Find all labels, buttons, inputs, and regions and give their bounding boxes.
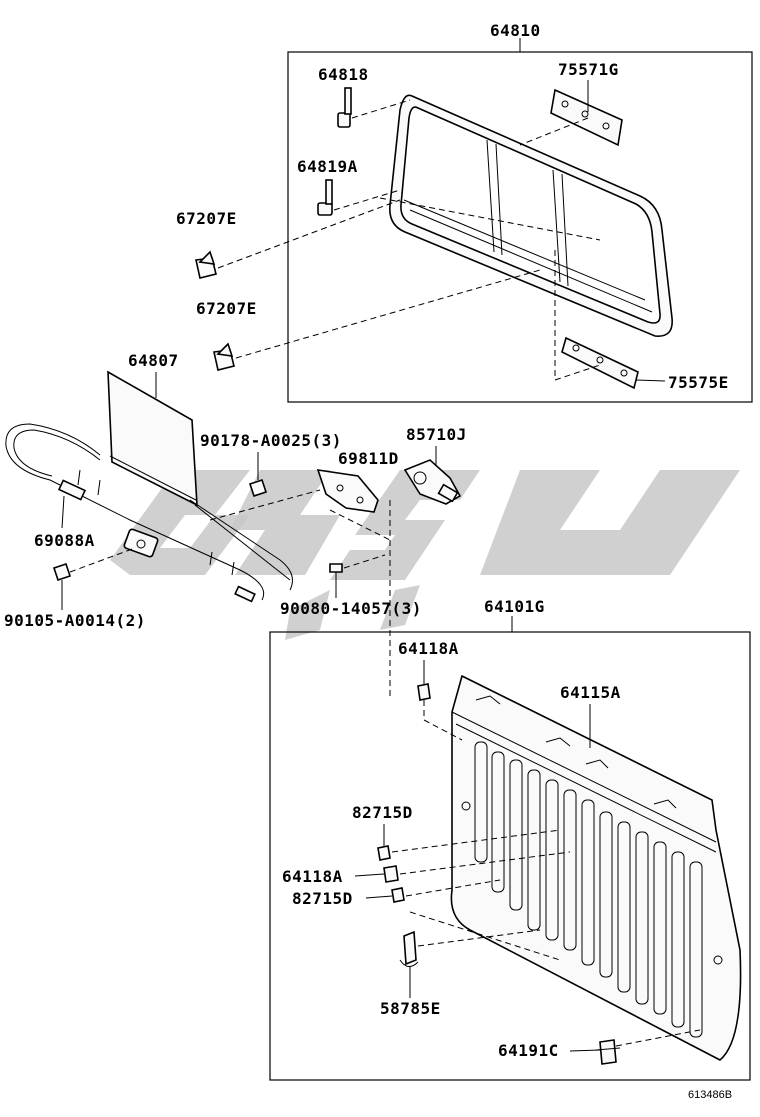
leader-82715D-2 bbox=[365, 895, 393, 899]
dash-64191C bbox=[615, 1029, 701, 1047]
label-64101G: 64101G bbox=[484, 597, 545, 616]
dash-75575E bbox=[554, 364, 601, 381]
label-69088A: 69088A bbox=[34, 531, 95, 550]
part-58785E-hook bbox=[399, 930, 419, 967]
label-64115A: 64115A bbox=[560, 683, 621, 702]
label-64818: 64818 bbox=[318, 65, 369, 84]
part-64118A-clip-1 bbox=[417, 683, 431, 701]
part-64819A-clip bbox=[317, 179, 333, 216]
dash-window-mid bbox=[379, 197, 601, 241]
part-67207E-stopper-1 bbox=[195, 250, 217, 279]
label-85710J: 85710J bbox=[406, 425, 467, 444]
dash-64818 bbox=[351, 99, 411, 119]
dash-90080 bbox=[343, 554, 386, 569]
label-64810: 64810 bbox=[490, 21, 541, 40]
part-90105-bolt bbox=[52, 562, 72, 582]
part-cable-assembly bbox=[5, 423, 293, 603]
part-85710J-motor bbox=[403, 459, 462, 505]
part-82715D-clip-2 bbox=[391, 887, 405, 903]
back-panel-box bbox=[269, 631, 751, 1081]
label-64118A-1: 64118A bbox=[398, 639, 459, 658]
dash-82715D-2b bbox=[409, 911, 561, 961]
label-67207E-1: 67207E bbox=[176, 209, 237, 228]
part-90178-nut bbox=[248, 478, 268, 498]
leader-64118A-2 bbox=[354, 873, 385, 877]
leader-75575E bbox=[635, 379, 666, 382]
label-58785E: 58785E bbox=[380, 999, 441, 1018]
label-64191C: 64191C bbox=[498, 1041, 559, 1060]
label-75571G: 75571G bbox=[558, 60, 619, 79]
dash-69811D bbox=[329, 509, 391, 541]
part-67207E-stopper-2 bbox=[213, 342, 235, 371]
part-64807-panel bbox=[107, 370, 198, 507]
part-64191C-clip bbox=[595, 1039, 621, 1065]
dash-64819A bbox=[333, 189, 401, 211]
label-64807: 64807 bbox=[128, 351, 179, 370]
dash-82715D-2 bbox=[405, 879, 501, 897]
dash-90105 bbox=[69, 547, 136, 573]
label-64819A: 64819A bbox=[297, 157, 358, 176]
label-69811D: 69811D bbox=[338, 449, 399, 468]
part-75575E-plate bbox=[561, 336, 639, 390]
dash-64118A-2 bbox=[399, 851, 571, 875]
label-75575E: 75575E bbox=[668, 373, 729, 392]
dash-75571G bbox=[519, 117, 589, 146]
dash-67207E-2 bbox=[235, 269, 541, 359]
leader-69088A bbox=[61, 495, 65, 529]
dash-67207E-1 bbox=[217, 199, 401, 269]
label-82715D-1: 82715D bbox=[352, 803, 413, 822]
label-90105: 90105-A0014(2) bbox=[4, 611, 146, 630]
label-67207E-2: 67207E bbox=[196, 299, 257, 318]
dash-90178 bbox=[209, 489, 321, 521]
part-64115A-back-panel bbox=[450, 674, 742, 1061]
label-90178: 90178-A0025(3) bbox=[200, 431, 342, 450]
part-82715D-clip-1 bbox=[377, 845, 391, 861]
label-82715D-2: 82715D bbox=[292, 889, 353, 908]
label-64118A-2: 64118A bbox=[282, 867, 343, 886]
leader-64191C bbox=[569, 1049, 601, 1052]
label-90080: 90080-14057(3) bbox=[280, 599, 422, 618]
dash-58785E bbox=[417, 929, 541, 947]
part-69811D-bracket bbox=[316, 469, 379, 513]
dash-82715D-1 bbox=[391, 829, 561, 853]
part-75571G-plate bbox=[550, 88, 623, 147]
part-64818-clip bbox=[337, 87, 352, 128]
part-cable-latch bbox=[123, 528, 159, 558]
figure-ref-number: 613486B bbox=[688, 1089, 732, 1101]
part-90080-bolt bbox=[329, 563, 343, 573]
rear-window-frame bbox=[388, 94, 673, 337]
part-64118A-clip-2 bbox=[383, 865, 399, 883]
dash-64118A-1b bbox=[423, 719, 463, 741]
